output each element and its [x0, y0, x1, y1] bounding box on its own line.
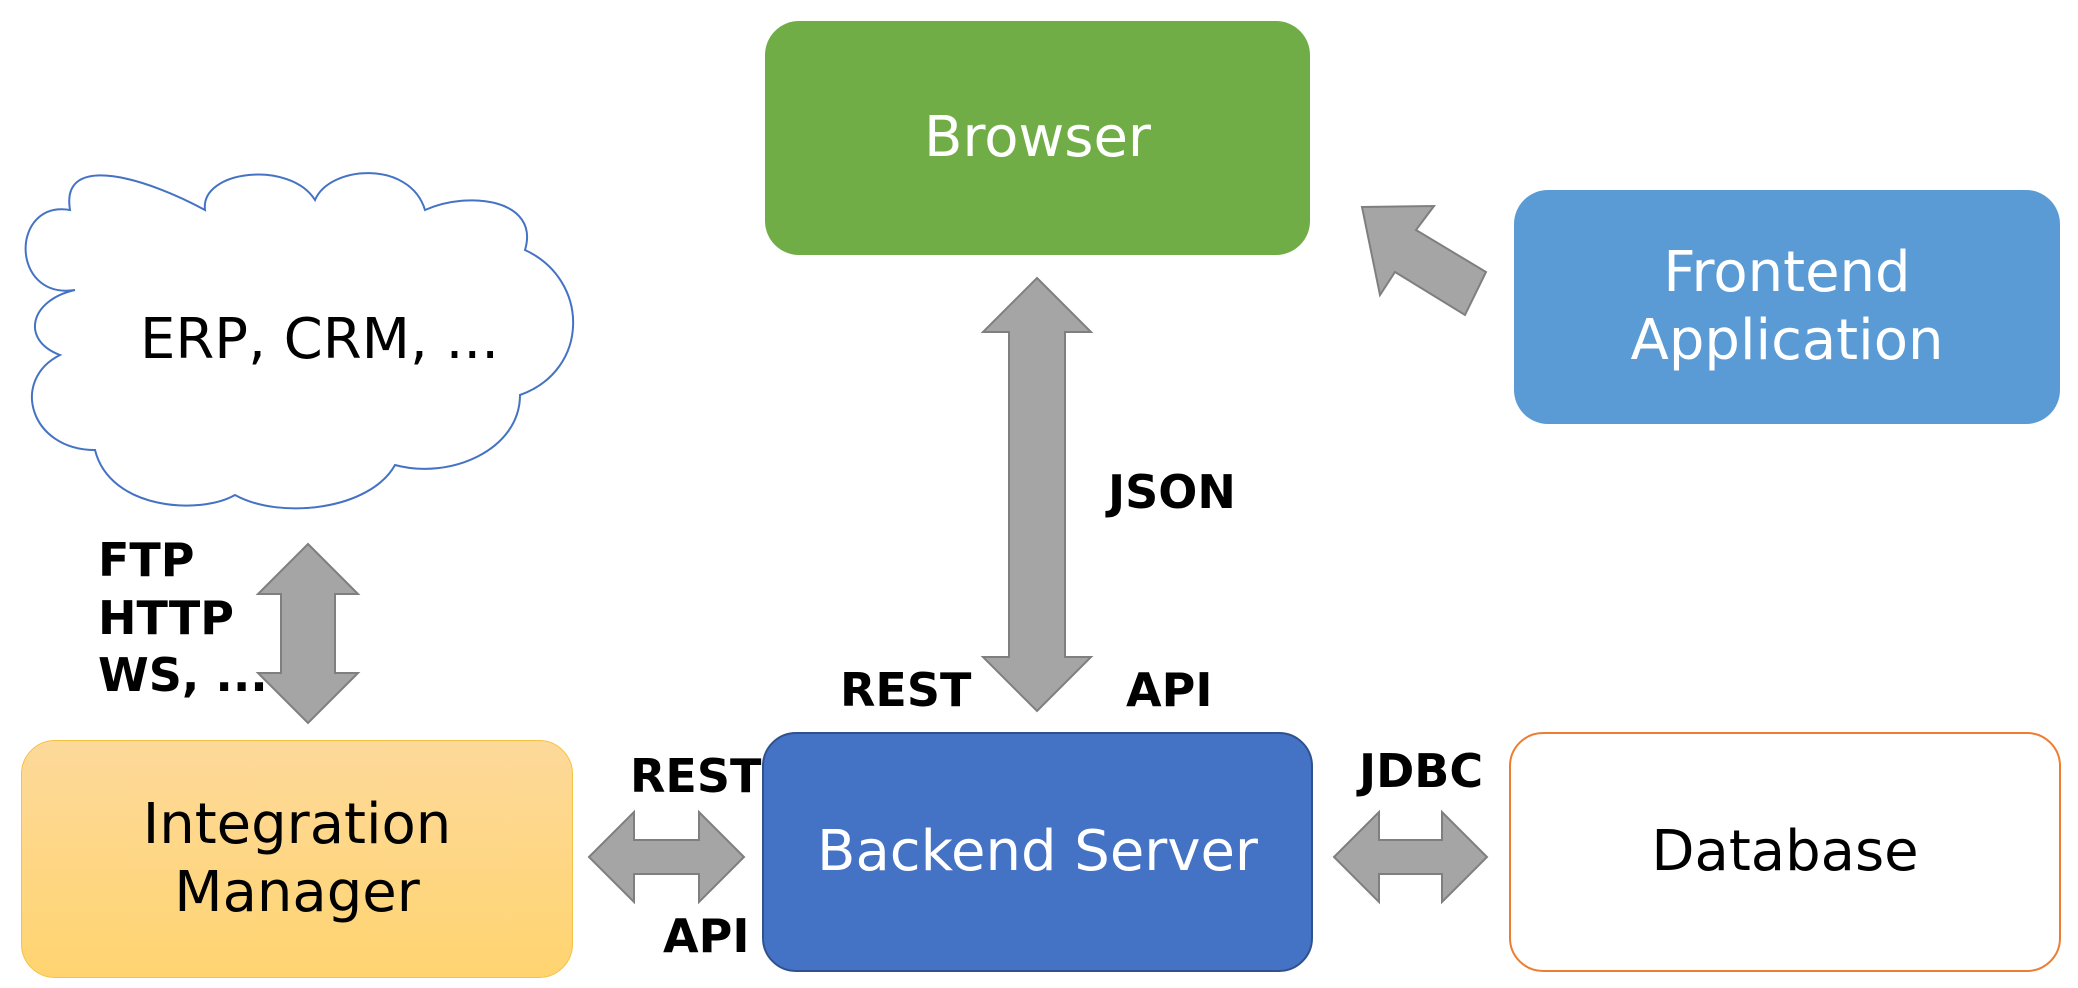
frontend-node: Frontend Application	[1514, 190, 2060, 424]
rest-api-double-arrow	[587, 809, 746, 905]
json-label: JSON	[1108, 465, 1236, 519]
backend-label: Backend Server	[817, 818, 1258, 884]
frontend-label: Frontend Application	[1630, 239, 1944, 373]
jdbc-double-arrow	[1332, 809, 1489, 905]
jdbc-label: JDBC	[1359, 744, 1484, 798]
rest-side-label: REST	[630, 749, 762, 803]
browser-node: Browser	[765, 21, 1310, 255]
database-label: Database	[1651, 818, 1919, 884]
backend-node: Backend Server	[762, 732, 1313, 972]
rest-top-label: REST	[840, 663, 972, 717]
protocol-list-label: FTP HTTP WS, ...	[98, 533, 268, 702]
json-double-arrow	[980, 276, 1094, 713]
browser-label: Browser	[924, 104, 1151, 170]
api-side-label: API	[663, 909, 750, 963]
api-top-label: API	[1126, 663, 1213, 717]
integration-node: Integration Manager	[21, 740, 573, 978]
database-node: Database	[1509, 732, 2061, 972]
integration-label: Integration Manager	[142, 791, 452, 925]
cloud-label: ERP, CRM, ...	[140, 307, 499, 372]
deploy-arrow	[1360, 204, 1488, 317]
cloud-shape	[24, 172, 575, 510]
protocol-double-arrow	[255, 542, 361, 725]
